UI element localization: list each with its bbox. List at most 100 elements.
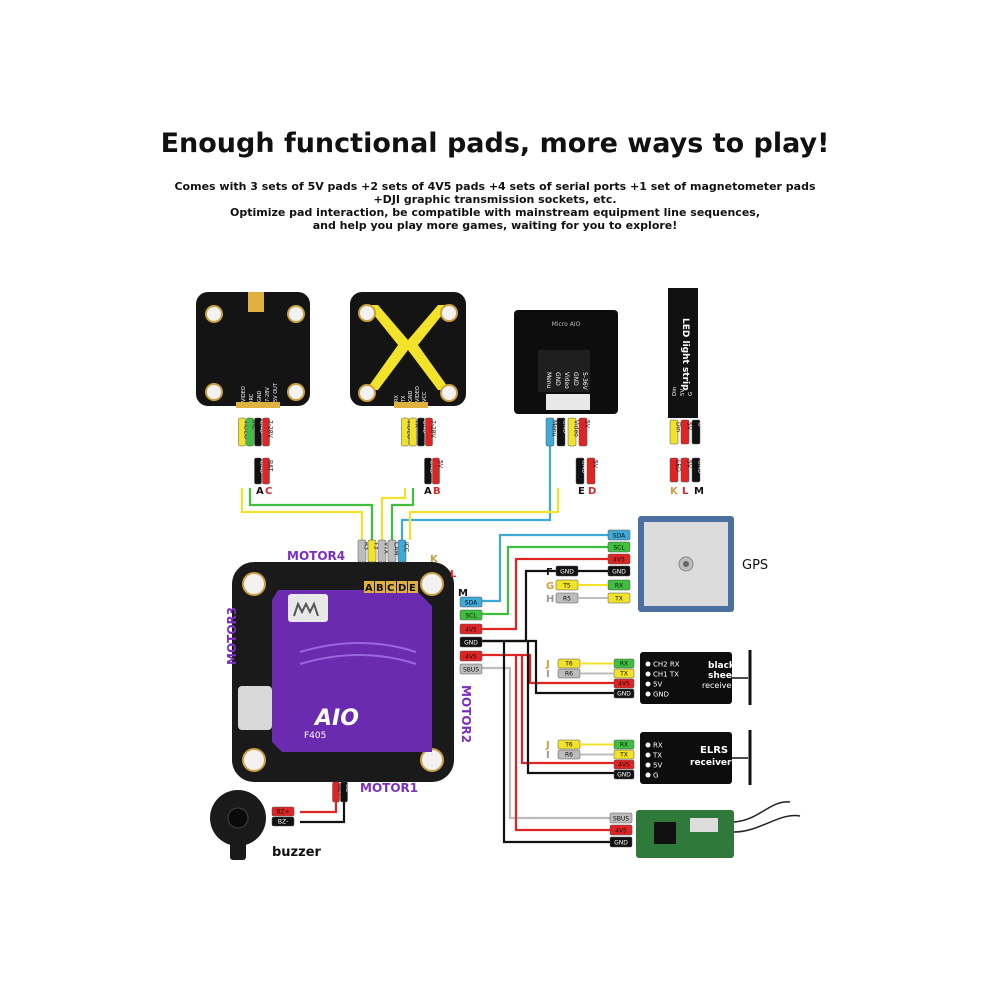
fc-side-pad-5: SBUS — [459, 663, 483, 675]
fc-top-pad-1-text: T3 — [373, 541, 380, 550]
sbus-wire-2: GND — [609, 836, 633, 848]
gps-fc-letter-0: F — [546, 567, 553, 578]
vtx1-wire-1-text: IRC — [251, 420, 258, 430]
gps-module: GPS — [638, 516, 768, 612]
fc-side-pad-4: 4V5 — [459, 650, 483, 662]
gps-wire-1-text: SCL — [613, 545, 625, 552]
vtx1-letter-1: C — [265, 486, 272, 497]
elrs-pin-2: 5V — [653, 762, 662, 770]
vtx1-wire2-1-text: BAT — [267, 460, 274, 472]
vtx2-wire2-0-text: GND — [429, 460, 436, 474]
elrs-fc-wire-1-text: R6 — [565, 752, 573, 759]
camera-pad-3: GND — [554, 372, 561, 386]
fc-row-letter-3: D — [398, 583, 406, 594]
motor2-label: MOTOR2 — [459, 685, 473, 743]
fc-row-letter-4: E — [409, 583, 416, 594]
led-wire2-2-text: GND — [697, 460, 704, 474]
vtx2-wire-1: TX — [409, 417, 421, 447]
led-letter-1: L — [682, 486, 689, 497]
gps-wire-0-text: SDA — [613, 533, 626, 540]
camera-wire-3: 5V — [578, 417, 591, 447]
fc-top-pad-2-text: VTX — [383, 542, 390, 554]
elrs-fc-wire-0: T6 — [557, 739, 581, 750]
buzzer-wire-0-text: BZ+ — [276, 809, 289, 816]
gps-fc-letter-2: H — [546, 594, 554, 605]
sbus-wire-1: 4V5 — [609, 824, 633, 836]
gps-wire-5: TX — [607, 592, 631, 604]
fc-side-letter-l: L — [450, 569, 457, 580]
elrs-receiver: ELRS receiver — [640, 730, 752, 785]
sbus-wire-1-text: 4V5 — [615, 828, 627, 835]
sbus-receiver — [636, 801, 801, 858]
led-letter-0: K — [670, 486, 679, 497]
vtx1-wire2-1: BAT — [262, 457, 274, 485]
blacksheep-receiver: black sheep receiver — [640, 650, 752, 705]
led-wire-1-text: 5V — [686, 422, 693, 431]
gps-wire-0: SDA — [607, 529, 631, 541]
camera-pad-0: 5-36V — [581, 372, 588, 391]
vtx1-wire2-0-text: GND — [259, 460, 266, 474]
bs-wire-0-text: RX — [620, 661, 628, 668]
gps-wire-4: RX — [607, 579, 631, 591]
camera-module: Micro AIO — [514, 310, 618, 414]
vtx-module-2 — [350, 292, 466, 408]
bs-wire-2: 4V5 — [613, 678, 635, 689]
camera-pad-1: GND — [572, 372, 579, 386]
vtx1-wire-0: VIDEO — [238, 417, 250, 447]
vtx1-wire-2: GND — [254, 417, 266, 447]
bs-pin-2: 5V — [653, 681, 662, 689]
sbus-wire-0-text: SBUS — [613, 816, 629, 823]
vtx2-pad-2: GND — [408, 390, 414, 402]
led-strip-label: LED light strip — [680, 318, 690, 391]
fc-top-pad-0: R3 — [357, 539, 370, 563]
gps-wire-5-text: TX — [614, 596, 623, 603]
camera-wire-0: Menu — [545, 417, 558, 447]
buzzer-fc-wire-0: BZ+ — [332, 781, 344, 803]
bs-fc-wire-0: T6 — [557, 658, 581, 669]
bs-wire-3: GND — [613, 688, 635, 699]
fc-top-pad-1: T3 — [367, 539, 380, 563]
gps-wire-1: SCL — [607, 541, 631, 553]
camera-wire-2: Video — [567, 417, 580, 447]
camera-label: Micro AIO — [552, 321, 581, 328]
fc-side-letter-m: M — [458, 588, 468, 599]
elrs-pin-3: G — [653, 772, 658, 780]
vtx1-wire-1: IRC — [246, 417, 258, 447]
vtx1-wire-3: 7-28V — [262, 417, 274, 447]
fc-row-letter-0: A — [365, 583, 373, 594]
gps-fc-wire-1-text: T5 — [562, 583, 571, 590]
fc-side-pad-2-text: 4V5 — [465, 627, 477, 634]
bs-fc-wire-1-text: R6 — [565, 671, 573, 678]
led-pad-0: Din — [672, 386, 678, 396]
camera-letter-0: E — [578, 486, 585, 497]
led-wire-2-text: G — [697, 422, 704, 427]
vtx1-pad-2: GND — [257, 390, 263, 402]
elrs-name-1: ELRS — [700, 745, 728, 756]
gps-fc-wire-1: T5 — [555, 579, 579, 591]
gps-label: GPS — [742, 558, 768, 573]
gps-fc-wire-2-text: R5 — [563, 596, 571, 603]
vtx2-pad-4: VCC — [422, 391, 428, 402]
camera-wire-1-text: GND — [562, 420, 569, 434]
vtx2-wire-0-text: VIDEO — [406, 420, 413, 439]
vtx2-wire-3: 7-28V — [425, 417, 437, 447]
led-wire2-1: 5V — [680, 457, 693, 483]
vtx1-wire2-0: GND — [254, 457, 266, 485]
led-wire-1: 5V — [680, 419, 693, 445]
elrs-letter-0: J — [545, 740, 550, 751]
bs-wire-0: RX — [613, 658, 635, 669]
motor1-label: MOTOR1 — [360, 781, 418, 795]
camera-wire-3-text: 5V — [584, 420, 591, 429]
buzzer-wire-0: BZ+ — [271, 806, 295, 817]
vtx2-letter-1: B — [433, 486, 441, 497]
bs-letter-1: I — [546, 669, 550, 680]
blacksheep-name-1: black — [708, 661, 736, 671]
vtx-module-1 — [196, 292, 310, 408]
vtx2-wire2-1: 5V — [432, 457, 444, 485]
